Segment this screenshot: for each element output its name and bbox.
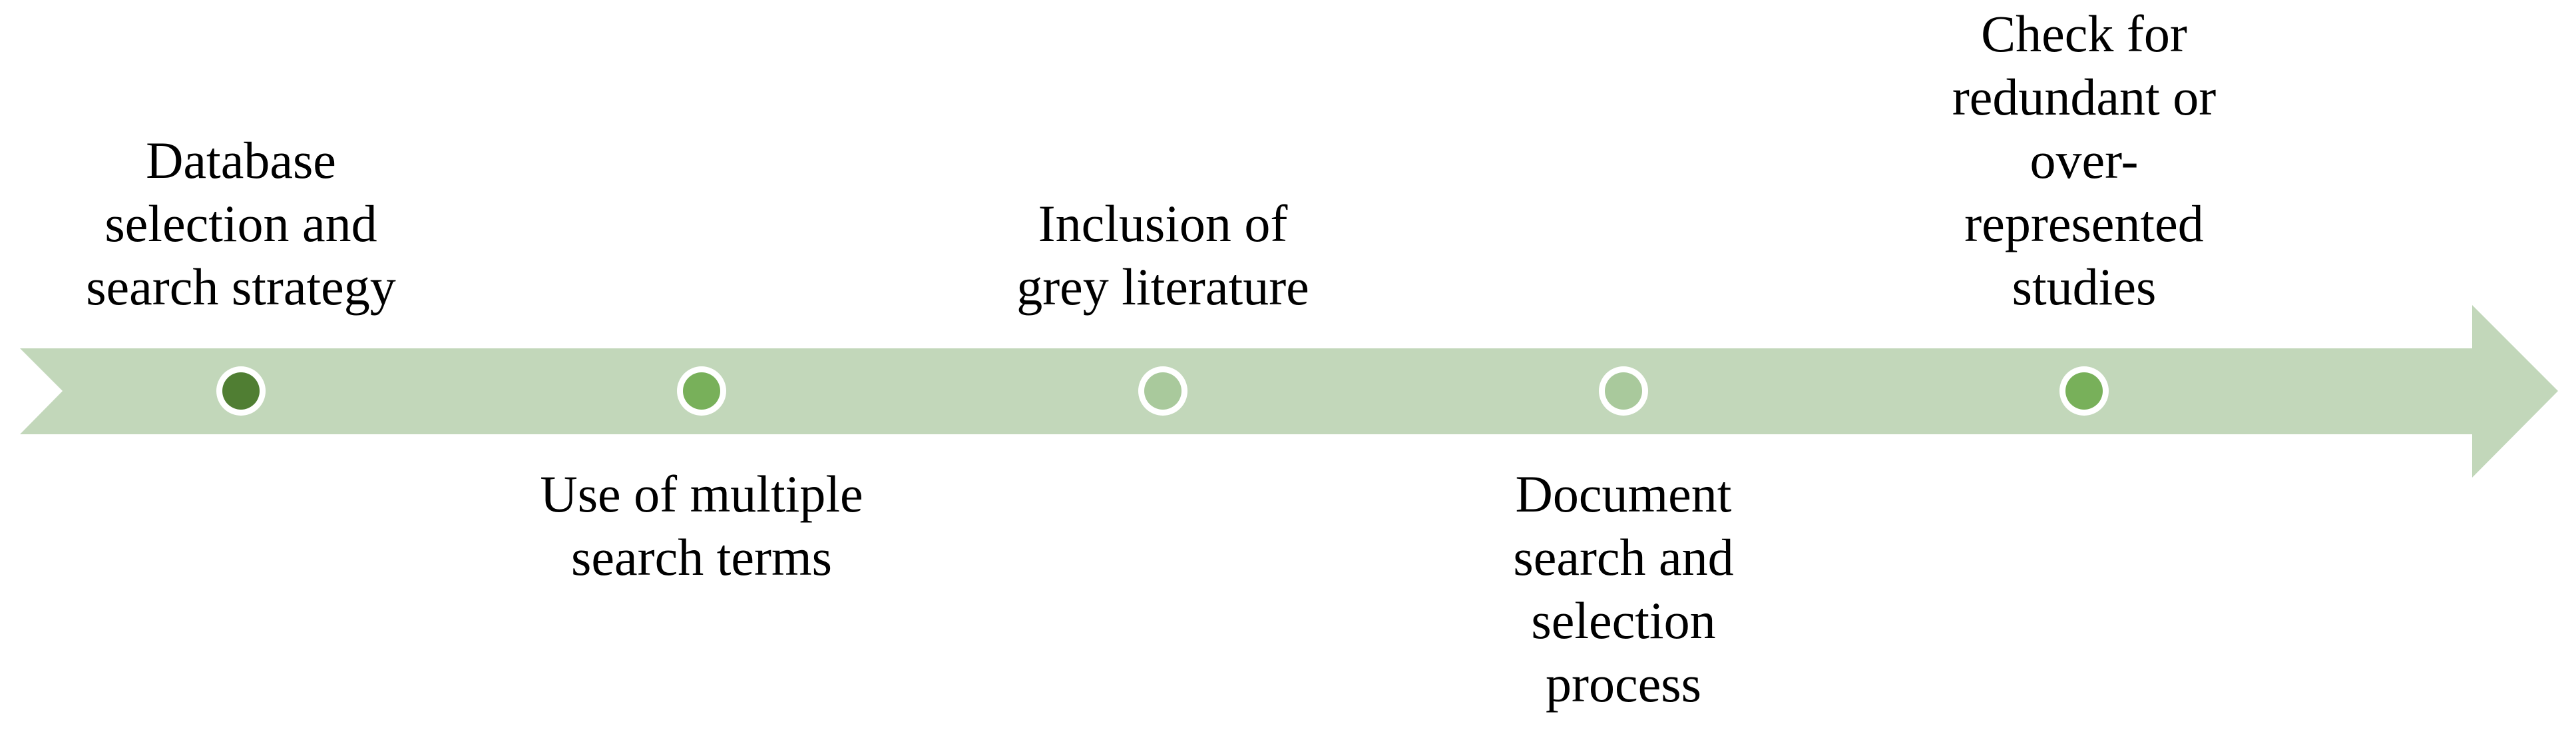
milestone-label-document-search: Document search and selection process <box>1513 465 1734 713</box>
timeline-arrow-band <box>20 305 2558 478</box>
milestone-label-grey-literature: Inclusion of grey literature <box>1016 194 1309 316</box>
milestone-dot-1 <box>216 366 266 416</box>
milestone-label-redundant-studies: Check for redundant or over- represented… <box>1952 5 2217 316</box>
milestone-dot-4 <box>1599 366 1648 416</box>
milestone-dot-2 <box>677 366 726 416</box>
milestone-dot-5 <box>2059 366 2109 416</box>
milestone-label-multiple-search-terms: Use of multiple search terms <box>540 465 863 586</box>
milestone-dot-3 <box>1138 366 1187 416</box>
milestone-label-database-selection: Database selection and search strategy <box>86 131 396 316</box>
